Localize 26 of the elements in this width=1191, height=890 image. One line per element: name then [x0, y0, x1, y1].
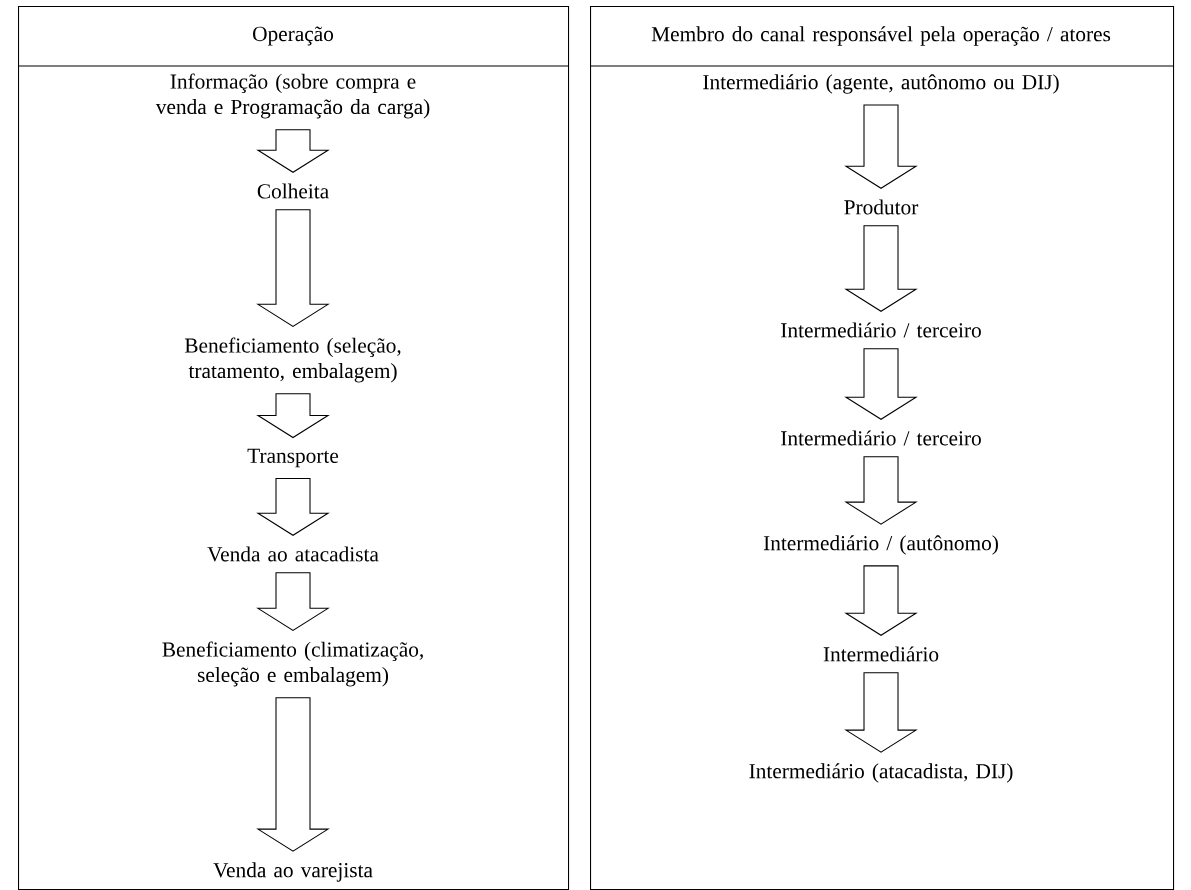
- block-arrow: [844, 565, 918, 636]
- step-text: Intermediário / terceiro: [781, 322, 981, 338]
- step-text: Intermediário / (autônomo): [763, 535, 998, 555]
- block-arrow: [844, 456, 918, 525]
- step-text: Colheita: [257, 183, 329, 199]
- step-text: Venda ao varejista: [213, 862, 373, 882]
- step-text: Beneficiamento (seleção, tratamento, embalagem): [184, 337, 401, 383]
- block-arrow: [256, 477, 330, 536]
- block-arrow: [844, 104, 918, 189]
- block-arrow: [256, 129, 330, 173]
- step-text: Intermediário / terceiro: [781, 430, 981, 446]
- step-text: Intermediário: [823, 646, 939, 662]
- block-arrow: [256, 393, 330, 439]
- step-text: Intermediário (agente, autônomo ou DIJ): [703, 74, 1059, 94]
- step-text: Venda ao atacadista: [207, 546, 379, 562]
- block-arrow: [256, 572, 330, 631]
- block-arrow: [256, 697, 330, 852]
- step-text: Intermediário (atacadista, DIJ): [749, 763, 1013, 783]
- block-arrow: [844, 348, 918, 420]
- step-text: Beneficiamento (climatização, seleção e embalagem): [162, 641, 423, 687]
- block-arrow: [256, 209, 330, 327]
- step-text: Produtor: [844, 199, 919, 215]
- block-arrow: [844, 225, 918, 312]
- step-text: Transporte: [247, 448, 339, 468]
- block-arrow: [844, 672, 918, 753]
- step-text: Informação (sobre compra e venda e Programação da carga): [155, 73, 430, 119]
